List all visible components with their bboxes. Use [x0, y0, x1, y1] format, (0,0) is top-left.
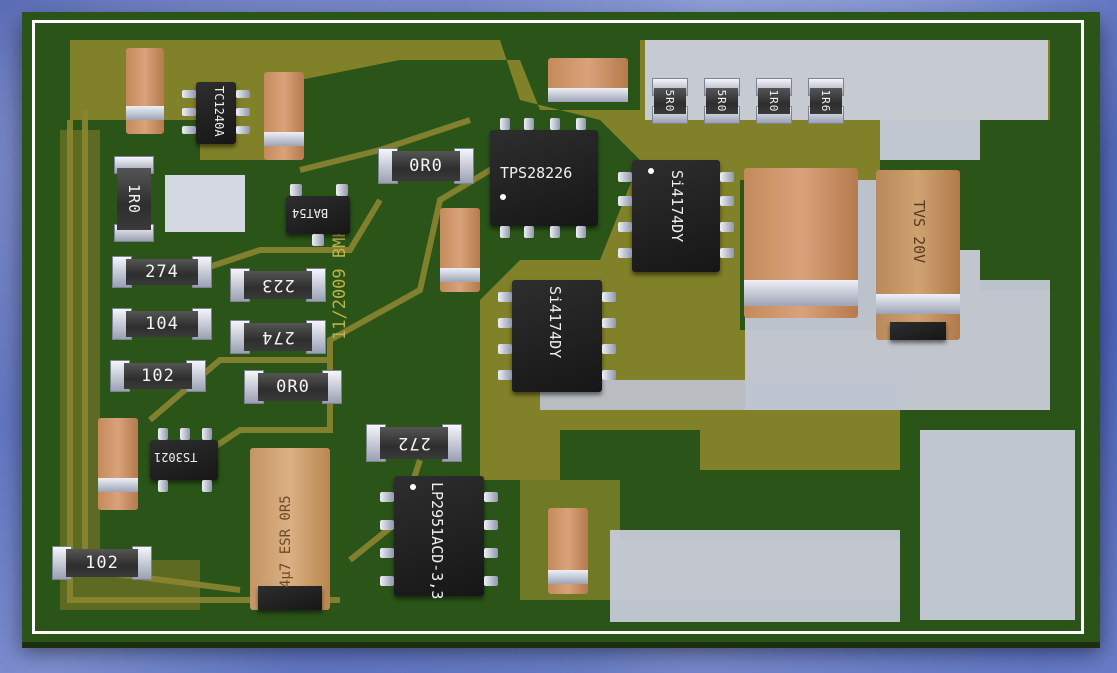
tvs-diode: TVS 20V	[876, 170, 960, 340]
ic-tc1240a: TC1240A	[196, 82, 236, 144]
capacitor-c3	[548, 58, 628, 102]
resistor-274-b: 274	[230, 320, 326, 354]
resistor-102-a: 102	[110, 360, 206, 392]
capacitor-c1	[126, 48, 164, 134]
resistor-0r0-a: 0R0	[244, 370, 342, 404]
resistor-272: 272	[366, 424, 462, 462]
capacitor-c4	[440, 208, 480, 292]
capacitor-c6	[548, 508, 588, 594]
silkscreen-date: 11/2009 BMK	[330, 227, 350, 340]
ic-bat54: BAT54	[286, 196, 350, 234]
resistor-1r6: 1R6	[808, 78, 844, 124]
resistor-5r0-a: 5R0	[652, 78, 688, 124]
resistor-223: 223	[230, 268, 326, 302]
resistor-0r0-b: 0R0	[378, 148, 474, 184]
tvs-label: TVS 20V	[910, 200, 928, 264]
ic-si4174dy-a: Si4174DY	[632, 160, 720, 272]
resistor-274-a: 274	[112, 256, 212, 288]
resistor-1r0-left: 1R0	[114, 156, 154, 242]
capacitor-c2	[264, 72, 304, 160]
ic-ts3021: TS3021	[150, 440, 218, 480]
tantalum-capacitor: 4μ7 ESR 0R5	[250, 448, 330, 610]
ic-lp2951: LP2951ACD-3,3	[394, 476, 484, 599]
ic-tps28226: TPS28226	[490, 130, 598, 226]
resistor-5r0-b: 5R0	[704, 78, 740, 124]
capacitor-c5	[98, 418, 138, 510]
resistor-102-b: 102	[52, 546, 152, 580]
resistor-104: 104	[112, 308, 212, 340]
ic-si4174dy-b: Si4174DY	[512, 280, 602, 392]
capacitor-large	[744, 168, 858, 318]
board-outline	[32, 20, 1084, 634]
resistor-1r0-top: 1R0	[756, 78, 792, 124]
tantalum-label: 4μ7 ESR 0R5	[278, 495, 294, 588]
